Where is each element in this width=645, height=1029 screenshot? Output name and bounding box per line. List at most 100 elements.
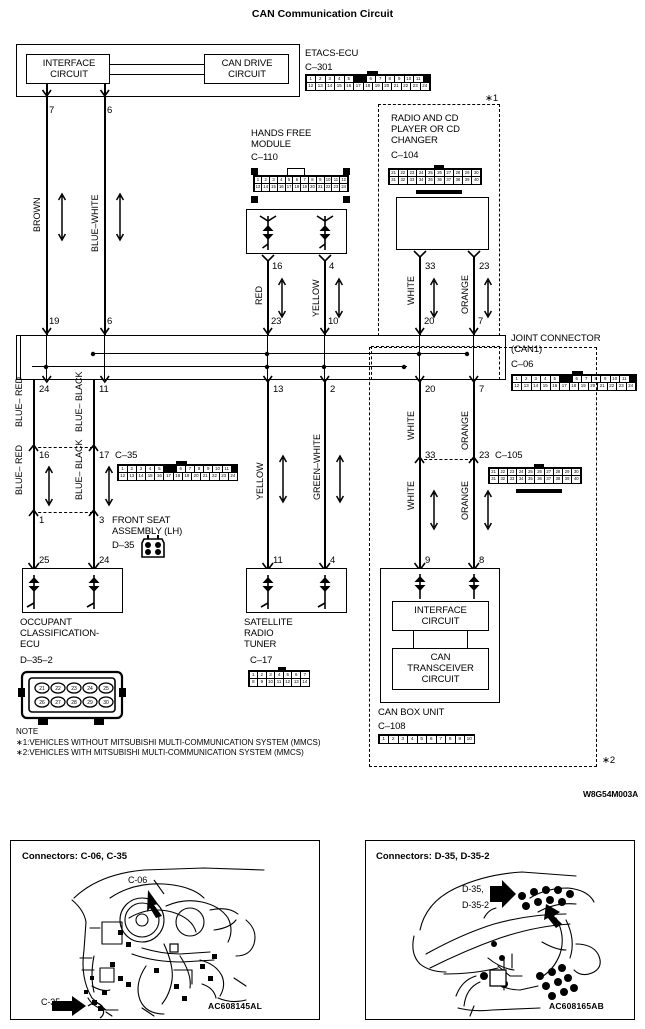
can-box-unit-name: CAN BOX UNIT — [378, 707, 445, 718]
pin-label-canbox-8: 8 — [479, 555, 485, 566]
connector-pin-19: 19 — [301, 184, 309, 191]
wire-blue-black-bidir-arrow-icon — [104, 465, 114, 507]
connector-pin-27: 27 — [444, 169, 453, 176]
connector-pin-1: 1 — [512, 375, 521, 382]
wire-white-top-line — [419, 256, 421, 337]
wire-blue-white-color-label: BLUE–WHITE — [90, 194, 100, 252]
canbox-link-1 — [413, 631, 415, 648]
connector-pin-26: 26 — [435, 169, 444, 176]
wire-white-mid-color-label: WHITE — [406, 411, 416, 440]
pin-label-jc-23: 23 — [271, 316, 282, 327]
c35-tab-icon — [176, 461, 187, 465]
c110-tab-icon — [287, 168, 305, 176]
radio-cd-connector-code: C–104 — [391, 150, 419, 161]
etacs-link-line-1 — [110, 64, 204, 66]
satellite-diode-right-icon — [317, 575, 331, 609]
connector-pin-1: 1 — [379, 735, 388, 743]
canbox-diode-right-icon — [468, 574, 480, 599]
pin-label-orange-7: 7 — [479, 384, 485, 395]
occupant-diode-right-icon — [86, 575, 100, 609]
jc-tap-white — [419, 335, 421, 380]
radio-cd-internal-box — [396, 197, 489, 250]
pin-label-jc-6: 6 — [107, 316, 113, 327]
pin-label-c35-17: 17 — [99, 450, 110, 461]
pin-label-radio-23: 23 — [479, 261, 490, 272]
joint-connector-code: C–06 — [511, 359, 534, 370]
connector-pin-24: 24 — [517, 468, 526, 475]
connector-pin-6: 6 — [292, 671, 301, 678]
wire-white-lower-bidir-arrow-icon — [429, 489, 439, 531]
note-line-2: ∗2:VEHICLES WITH MITSUBISHI MULTI-COMMUN… — [16, 748, 304, 757]
pin-label-blue-red-24: 24 — [39, 384, 50, 395]
connector-pin-25: 25 — [426, 169, 435, 176]
note-line-1: ∗1:VEHICLES WITHOUT MITSUBISHI MULTI-COM… — [16, 738, 321, 747]
can-box-note-mark: ∗2 — [602, 755, 616, 766]
connector-pin-30: 30 — [572, 468, 581, 475]
can-box-upper-dashed-region — [371, 346, 500, 380]
can-box-connector-code: C–108 — [378, 721, 406, 732]
connector-pin-20: 20 — [382, 83, 391, 90]
pin-label-occupant-24: 24 — [99, 555, 110, 566]
connector-pin-22: 22 — [401, 83, 410, 90]
occupant-pin-23: 23 — [71, 686, 77, 692]
connector-pin-1: 1 — [306, 75, 315, 82]
radio-cd-note-mark: ∗1 — [485, 93, 499, 104]
connector-pin-13: 13 — [254, 184, 262, 191]
wire-blue-red-lower-color-label: BLUE– RED — [14, 444, 24, 495]
c35-lower-arrows-icon — [28, 508, 99, 517]
wire-orange-lower-bidir-arrow-icon — [483, 489, 493, 531]
connector-pin-11: 11 — [620, 375, 629, 382]
connector-pin-22: 22 — [324, 184, 332, 191]
connector-pin-16: 16 — [277, 184, 285, 191]
connector-pin-21: 21 — [392, 83, 401, 90]
connector-pin-7: 7 — [436, 735, 445, 743]
connector-pin-36: 36 — [435, 177, 444, 184]
connector-pin-5: 5 — [155, 465, 164, 472]
connector-pin-28: 28 — [453, 169, 462, 176]
connector-pin-31: 31 — [389, 177, 398, 184]
connector-pin-7: 7 — [301, 176, 309, 183]
occupant-pin-27: 27 — [55, 700, 61, 706]
connector-pin-4: 4 — [277, 176, 285, 183]
jc-tap-yellow — [324, 335, 326, 380]
occupant-ecu-connector-code: D–35–2 — [20, 655, 53, 666]
jc-bus-line-2 — [32, 366, 407, 368]
d35-connector-icon — [141, 535, 165, 558]
wire-blue-black-line — [93, 380, 95, 572]
connector-pin-13: 13 — [127, 473, 136, 480]
connector-pin-18: 18 — [569, 383, 578, 390]
jc-tap-red — [267, 335, 269, 380]
jc-tap-bluewhite — [104, 335, 106, 380]
connector-pin-13: 13 — [316, 83, 325, 90]
connector-pin-27: 27 — [544, 468, 553, 475]
jc-tap-orange — [473, 335, 475, 380]
connector-pin-17: 17 — [560, 383, 569, 390]
c35-link-dash-upper — [33, 447, 93, 448]
connector-pin-9: 9 — [204, 465, 213, 472]
wire-white-lower-color-label: WHITE — [406, 481, 416, 510]
wire-blue-black-lower-color-label: BLUE– BLACK — [74, 439, 84, 500]
connector-pin-6: 6 — [293, 176, 301, 183]
connector-pin-38: 38 — [553, 476, 562, 483]
connector-pin-9: 9 — [258, 679, 266, 686]
connector-pin-8: 8 — [446, 735, 455, 743]
wire-brown-line — [46, 97, 48, 337]
connector-pin-6: 6 — [572, 375, 581, 382]
connector-pin-4: 4 — [146, 465, 155, 472]
connector-pin-29: 29 — [563, 468, 572, 475]
connector-pin-19: 19 — [182, 473, 191, 480]
panel-2-title: Connectors: D-35, D-35-2 — [376, 851, 490, 862]
can-box-dashed-region — [369, 347, 597, 767]
pin-label-jc-10: 10 — [328, 316, 339, 327]
wire-white-top-color-label: WHITE — [406, 276, 416, 305]
wire-orange-top-bidir-arrow-icon — [483, 277, 493, 319]
wire-yellow-lower-color-label: YELLOW — [255, 462, 265, 500]
connector-pin-21: 21 — [316, 184, 324, 191]
pin-label-jc-19: 19 — [49, 316, 60, 327]
